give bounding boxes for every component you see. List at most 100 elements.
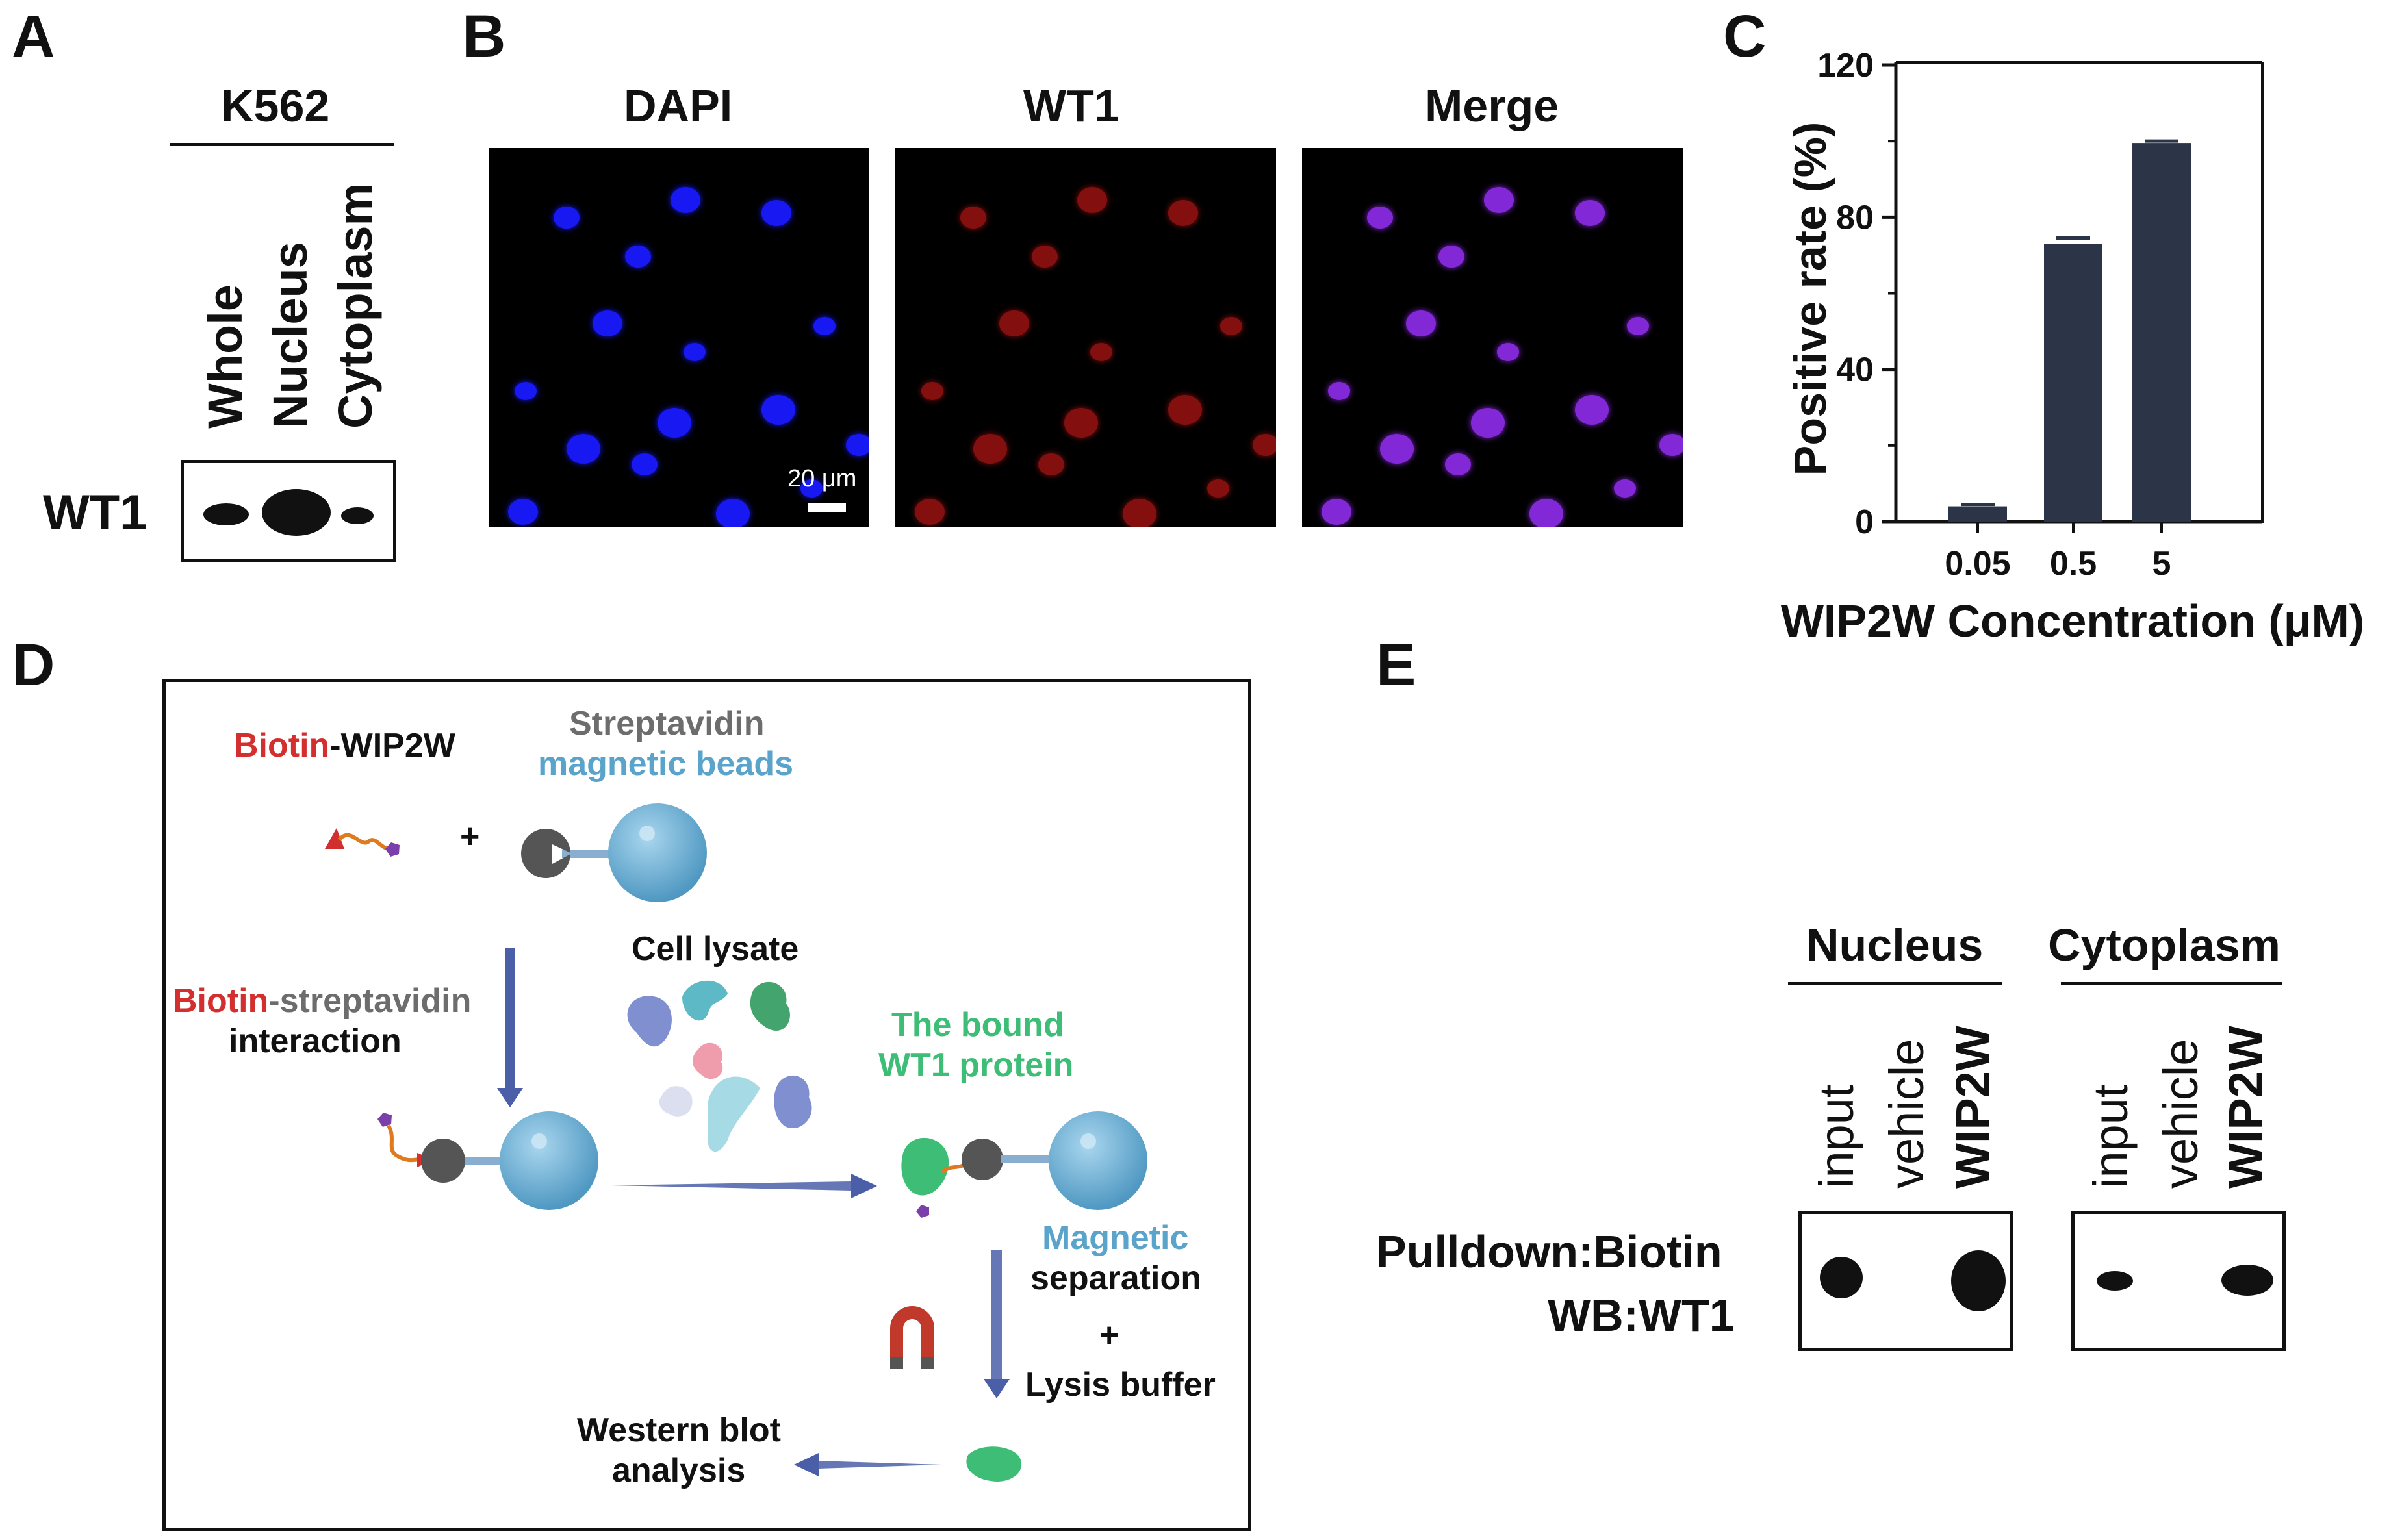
panel-b-label: B	[463, 3, 506, 69]
western-blot-label: Western blot	[577, 1411, 781, 1449]
band-e-cytoplasm-wip2w	[2221, 1265, 2273, 1296]
cell-nucleus	[761, 395, 795, 425]
bound-complex-icon	[901, 1111, 1147, 1218]
cell-nucleus	[1529, 499, 1563, 527]
workflow-diagram	[325, 803, 1147, 1482]
cell-nucleus	[921, 382, 943, 400]
cell-nucleus	[999, 310, 1029, 336]
bound-protein-label-2: WT1 protein	[878, 1046, 1074, 1084]
cell-lysate-label: Cell lysate	[632, 930, 799, 968]
cell-nucleus	[1207, 479, 1229, 498]
group-label-cytoplasm: Cytoplasm	[2048, 920, 2281, 970]
x-tick-label: 0.05	[1945, 545, 2010, 583]
separation-label: separation	[1030, 1259, 1201, 1297]
cell-nucleus	[1064, 408, 1098, 438]
workflow-box	[162, 679, 1251, 1531]
band-nucleus	[262, 489, 331, 536]
band-cytoplasm	[341, 507, 374, 524]
band-whole	[203, 503, 249, 525]
lane-e-nucleus-wip2w: WIP2W	[1946, 1026, 2000, 1189]
panel-a-label: A	[12, 3, 55, 69]
cell-nucleus	[1575, 395, 1609, 425]
panel-c-label: C	[1723, 3, 1767, 69]
cell-nucleus	[658, 408, 691, 438]
lane-label-whole: Whole	[198, 284, 252, 429]
cell-nucleus	[960, 207, 986, 229]
y-tick-label: 80	[1836, 199, 1874, 236]
plus-sign-2: +	[1099, 1317, 1119, 1354]
left-arrow-icon	[794, 1453, 942, 1476]
cell-nucleus	[1614, 479, 1636, 498]
cell-nucleus	[1322, 499, 1351, 525]
cell-nucleus	[1253, 434, 1276, 456]
cell-nucleus	[761, 200, 791, 226]
magnet-icon	[890, 1306, 934, 1369]
lane-e-cytoplasm-vehicle: vehicle	[2154, 1039, 2208, 1189]
lane-e-cytoplasm-wip2w: WIP2W	[2219, 1026, 2273, 1189]
cell-nucleus	[846, 434, 869, 456]
biotin-bead-complex-icon	[377, 1111, 598, 1210]
interaction-label: interaction	[229, 1022, 402, 1060]
cell-nucleus	[1438, 246, 1464, 268]
cell-nucleus	[1659, 434, 1683, 456]
y-tick-label: 120	[1817, 47, 1874, 84]
biotin-streptavidin-label: Biotin-streptavidin	[173, 984, 471, 1018]
cell-nucleus	[716, 499, 750, 527]
cell-nucleus	[593, 310, 622, 336]
wip2w-word: -WIP2W	[329, 727, 455, 764]
bound-protein-label-1: The bound	[891, 1006, 1064, 1044]
biotin-wip2w-molecule-icon	[325, 828, 400, 857]
band-e-nucleus-wip2w	[1951, 1250, 2006, 1311]
biotin-word-2: Biotin	[173, 982, 269, 1020]
cell-nucleus	[1497, 343, 1519, 361]
cell-nucleus	[1367, 207, 1393, 229]
channel-label-merge: Merge	[1425, 81, 1559, 131]
cell-nucleus	[1168, 200, 1198, 226]
lane-e-nucleus-input: input	[1809, 1084, 1863, 1189]
x-tick-label: 0.5	[2050, 545, 2097, 583]
pulldown-label: Pulldown:Biotin	[1376, 1226, 1722, 1277]
micrograph-dapi	[489, 148, 869, 527]
cell-nucleus	[1123, 499, 1156, 527]
streptavidin-bead-icon	[521, 803, 707, 902]
cell-nucleus	[515, 382, 537, 400]
bar-0.5	[2044, 244, 2102, 522]
group-rule-nucleus	[1788, 982, 2002, 985]
panel-e-label: E	[1376, 632, 1416, 698]
cell-nucleus	[1077, 187, 1107, 213]
y-tick-label: 0	[1855, 503, 1874, 541]
lane-e-nucleus-vehicle: vehicle	[1880, 1039, 1934, 1189]
magnetic-label: Magnetic	[1042, 1219, 1189, 1257]
cell-nucleus	[800, 479, 823, 498]
blot-e-nucleus	[1798, 1211, 2013, 1351]
lane-e-cytoplasm-input: input	[2084, 1084, 2138, 1189]
cell-nucleus	[508, 499, 538, 525]
biotin-wip2w-label: Biotin-WIP2W	[234, 729, 455, 763]
cell-nucleus	[1484, 187, 1514, 213]
cell-nucleus	[1090, 343, 1112, 361]
down-arrow-2-icon	[984, 1250, 1010, 1398]
cell-nucleus	[684, 343, 706, 361]
band-e-cytoplasm-input	[2097, 1271, 2133, 1291]
biotin-word: Biotin	[234, 727, 330, 764]
blot-e-cytoplasm	[2071, 1211, 2286, 1351]
channel-label-dapi: DAPI	[624, 81, 733, 131]
magnetic-beads-label: magnetic beads	[538, 745, 794, 783]
y-axis-title: Positive rate (%)	[1785, 122, 1835, 476]
panel-d-label: D	[12, 632, 55, 698]
bar-0.05	[1948, 506, 2007, 522]
micrograph-merge	[1302, 148, 1683, 527]
cell-nucleus	[632, 453, 658, 475]
streptavidin-label: Streptavidin	[569, 705, 765, 742]
cell-nucleus	[625, 246, 651, 268]
cell-nucleus	[671, 187, 700, 213]
cell-line-rule	[170, 143, 394, 146]
band-e-nucleus-input	[1820, 1257, 1863, 1298]
cell-nucleus	[554, 207, 580, 229]
cell-nucleus	[915, 499, 945, 525]
x-axis-title: WIP2W Concentration (μM)	[1781, 596, 2364, 646]
cell-nucleus	[1627, 317, 1649, 335]
cell-nucleus	[1406, 310, 1436, 336]
scale-bar-label: 20 μm	[787, 465, 857, 492]
